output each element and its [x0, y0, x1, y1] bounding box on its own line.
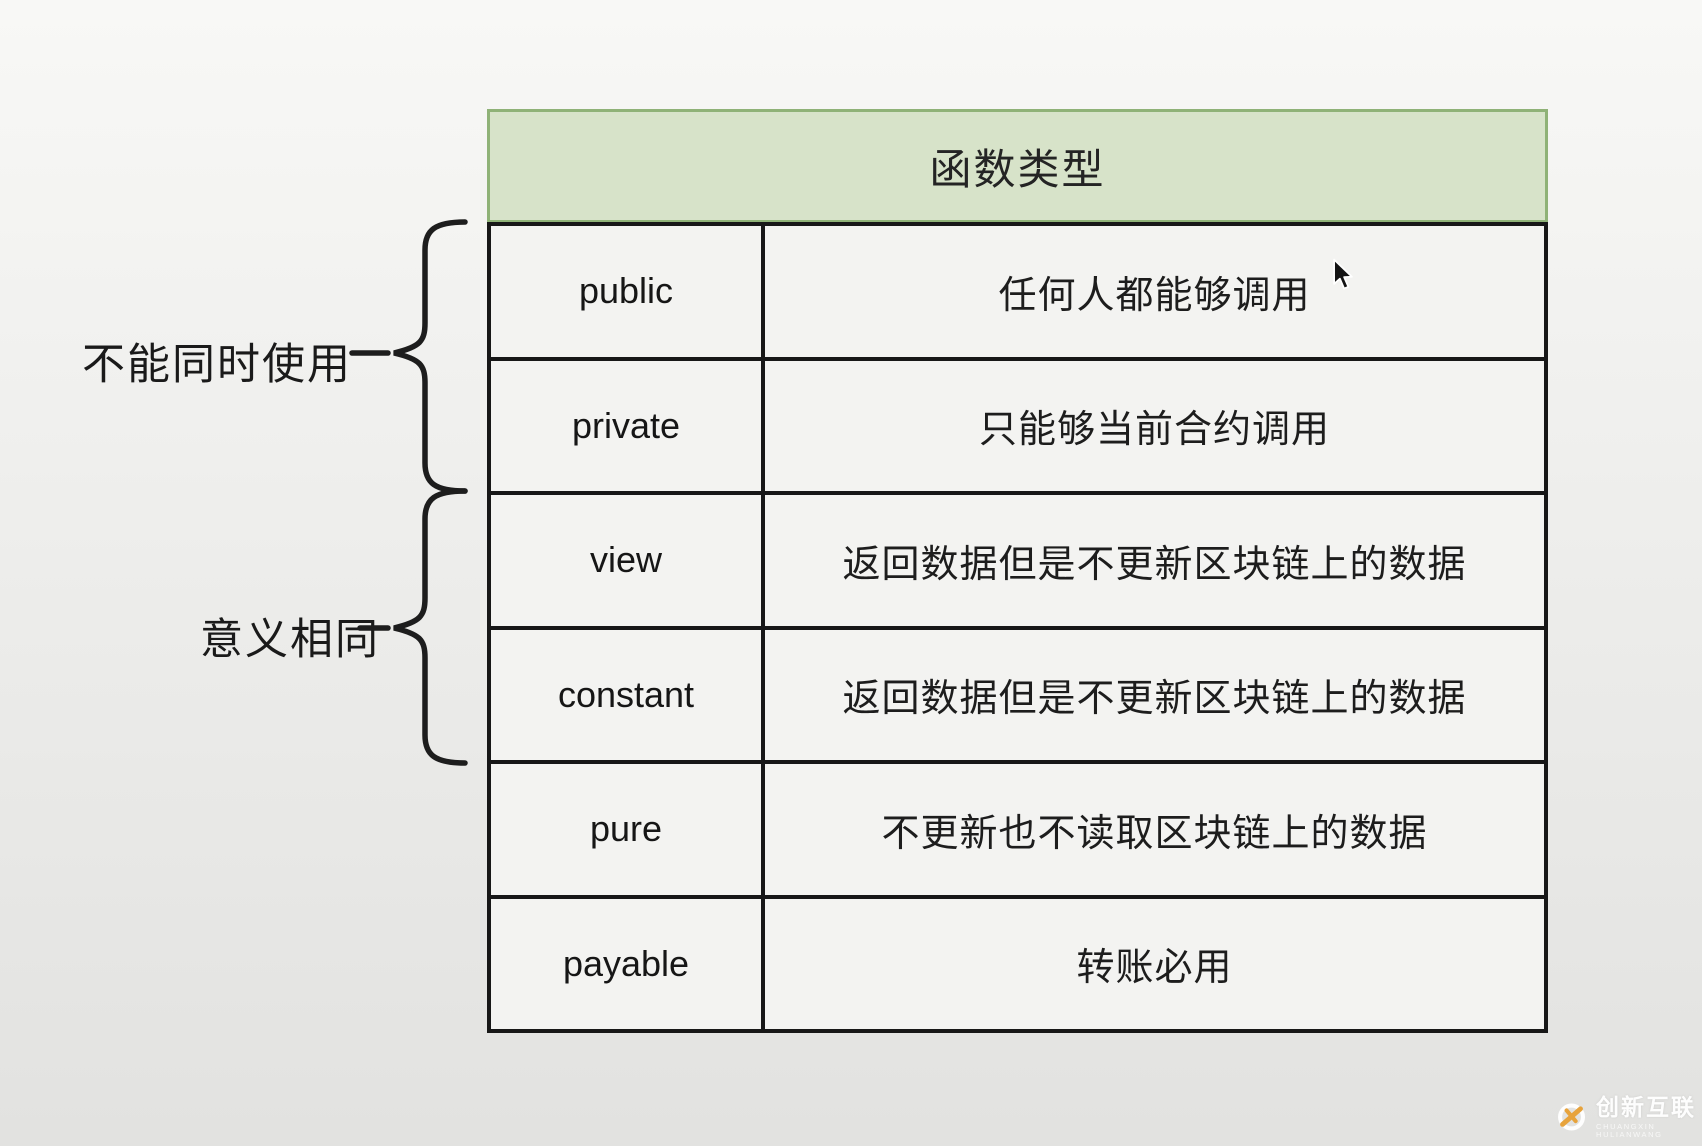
- annotation-label-same-meaning: 意义相同: [200, 616, 380, 664]
- table-header: 函数类型: [487, 109, 1548, 223]
- table-cell-type: view: [491, 495, 761, 626]
- table-cell-type: constant: [491, 629, 761, 760]
- brace-exclusive: [393, 219, 468, 494]
- table-cell-description: 返回数据但是不更新区块链上的数据: [765, 629, 1544, 760]
- brand-c-x-icon: [1558, 1103, 1586, 1131]
- table-title: 函数类型: [929, 145, 1106, 193]
- table-cell-description: 返回数据但是不更新区块链上的数据: [765, 495, 1544, 626]
- table-cell-type: pure: [491, 764, 761, 895]
- table-cell-description: 只能够当前合约调用: [765, 360, 1544, 491]
- mouse-cursor-icon: [1333, 258, 1353, 290]
- watermark-subtext: CHUANGXIN HULIANWANG: [1596, 1122, 1663, 1139]
- table-cell-description: 不更新也不读取区块链上的数据: [765, 764, 1544, 895]
- annotation-label-exclusive: 不能同时使用: [82, 341, 352, 389]
- watermark-logo: 创新互联 CHUANGXIN HULIANWANG: [1556, 1096, 1702, 1138]
- table-cell-description: 任何人都能够调用: [765, 226, 1544, 357]
- table-cell-type: payable: [491, 898, 761, 1029]
- table-cell-description: 转账必用: [765, 898, 1544, 1029]
- grouping-braces: [349, 219, 468, 766]
- table-cell-type: public: [491, 226, 761, 357]
- table-cell-type: private: [491, 360, 761, 491]
- watermark-brand: 创新互联: [1596, 1094, 1697, 1120]
- brace-same-meaning: [393, 488, 468, 766]
- function-type-table: public 任何人都能够调用 private 只能够当前合约调用 view 返…: [487, 222, 1548, 1033]
